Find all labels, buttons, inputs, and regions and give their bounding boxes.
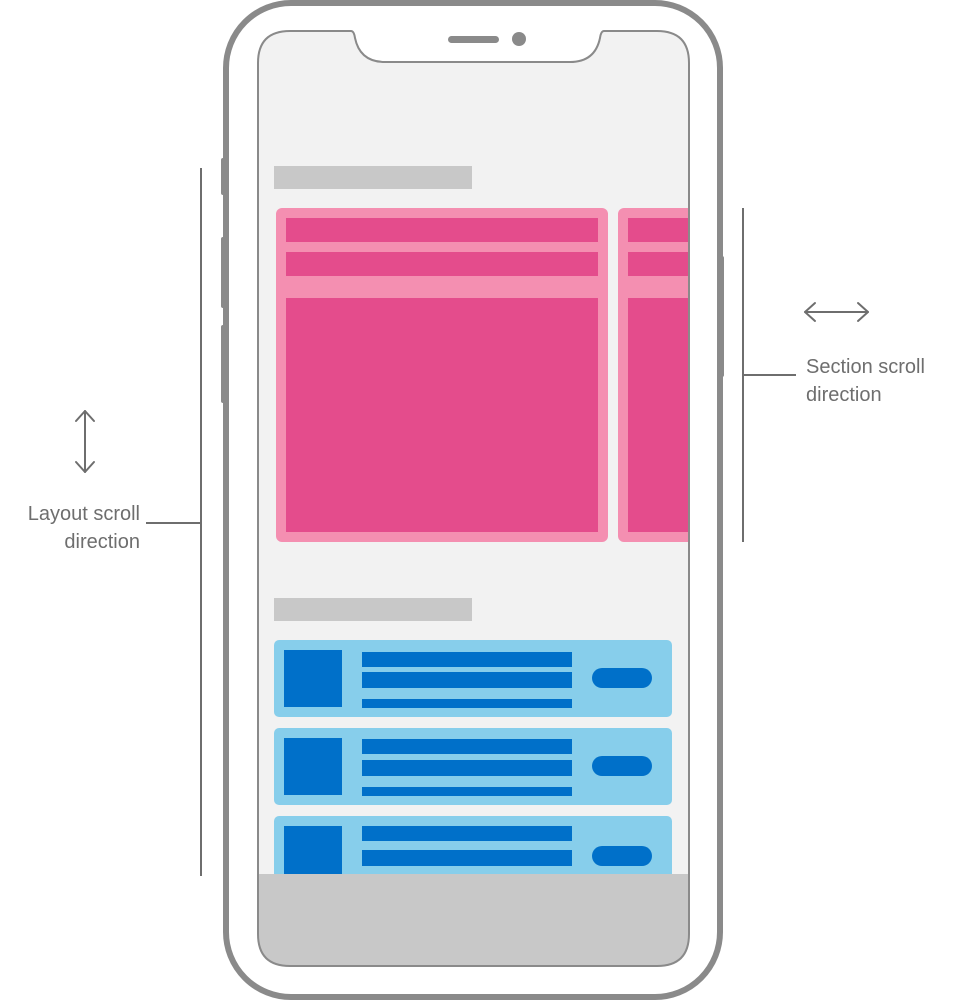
section-scroll-label: Section scroll direction [806, 353, 953, 409]
layout-scroll-label-line-2: direction [64, 531, 140, 553]
horizontal-carousel [276, 208, 950, 542]
pill-button[interactable] [592, 668, 652, 688]
pill-button[interactable] [592, 756, 652, 776]
section-header-placeholder [274, 598, 472, 621]
thumbnail-placeholder [284, 738, 342, 795]
thumbnail-placeholder [284, 826, 342, 883]
section-header-placeholder [274, 166, 472, 189]
carousel-card[interactable] [276, 208, 608, 542]
thumbnail-placeholder [284, 650, 342, 707]
list-item[interactable] [274, 816, 672, 893]
list-item[interactable] [274, 728, 672, 805]
section-scroll-label-line-1: Section scroll [806, 356, 925, 378]
front-camera [512, 32, 526, 46]
phone-screen [258, 31, 950, 966]
double-horizontal-arrow-icon [804, 302, 869, 322]
layout-scroll-bracket [146, 168, 202, 876]
pill-button[interactable] [592, 846, 652, 866]
vertical-list [274, 640, 672, 893]
section-scroll-label-line-2: direction [806, 384, 882, 406]
layout-scroll-label: Layout scroll direction [0, 500, 140, 556]
screen-outline [257, 30, 690, 967]
double-vertical-arrow-icon [75, 410, 95, 473]
speaker-grille [448, 36, 499, 43]
layout-scroll-label-line-1: Layout scroll [27, 503, 140, 525]
list-item[interactable] [274, 640, 672, 717]
section-scroll-bracket [742, 208, 796, 542]
carousel-card[interactable] [618, 208, 950, 542]
tab-bar-placeholder [258, 874, 689, 966]
